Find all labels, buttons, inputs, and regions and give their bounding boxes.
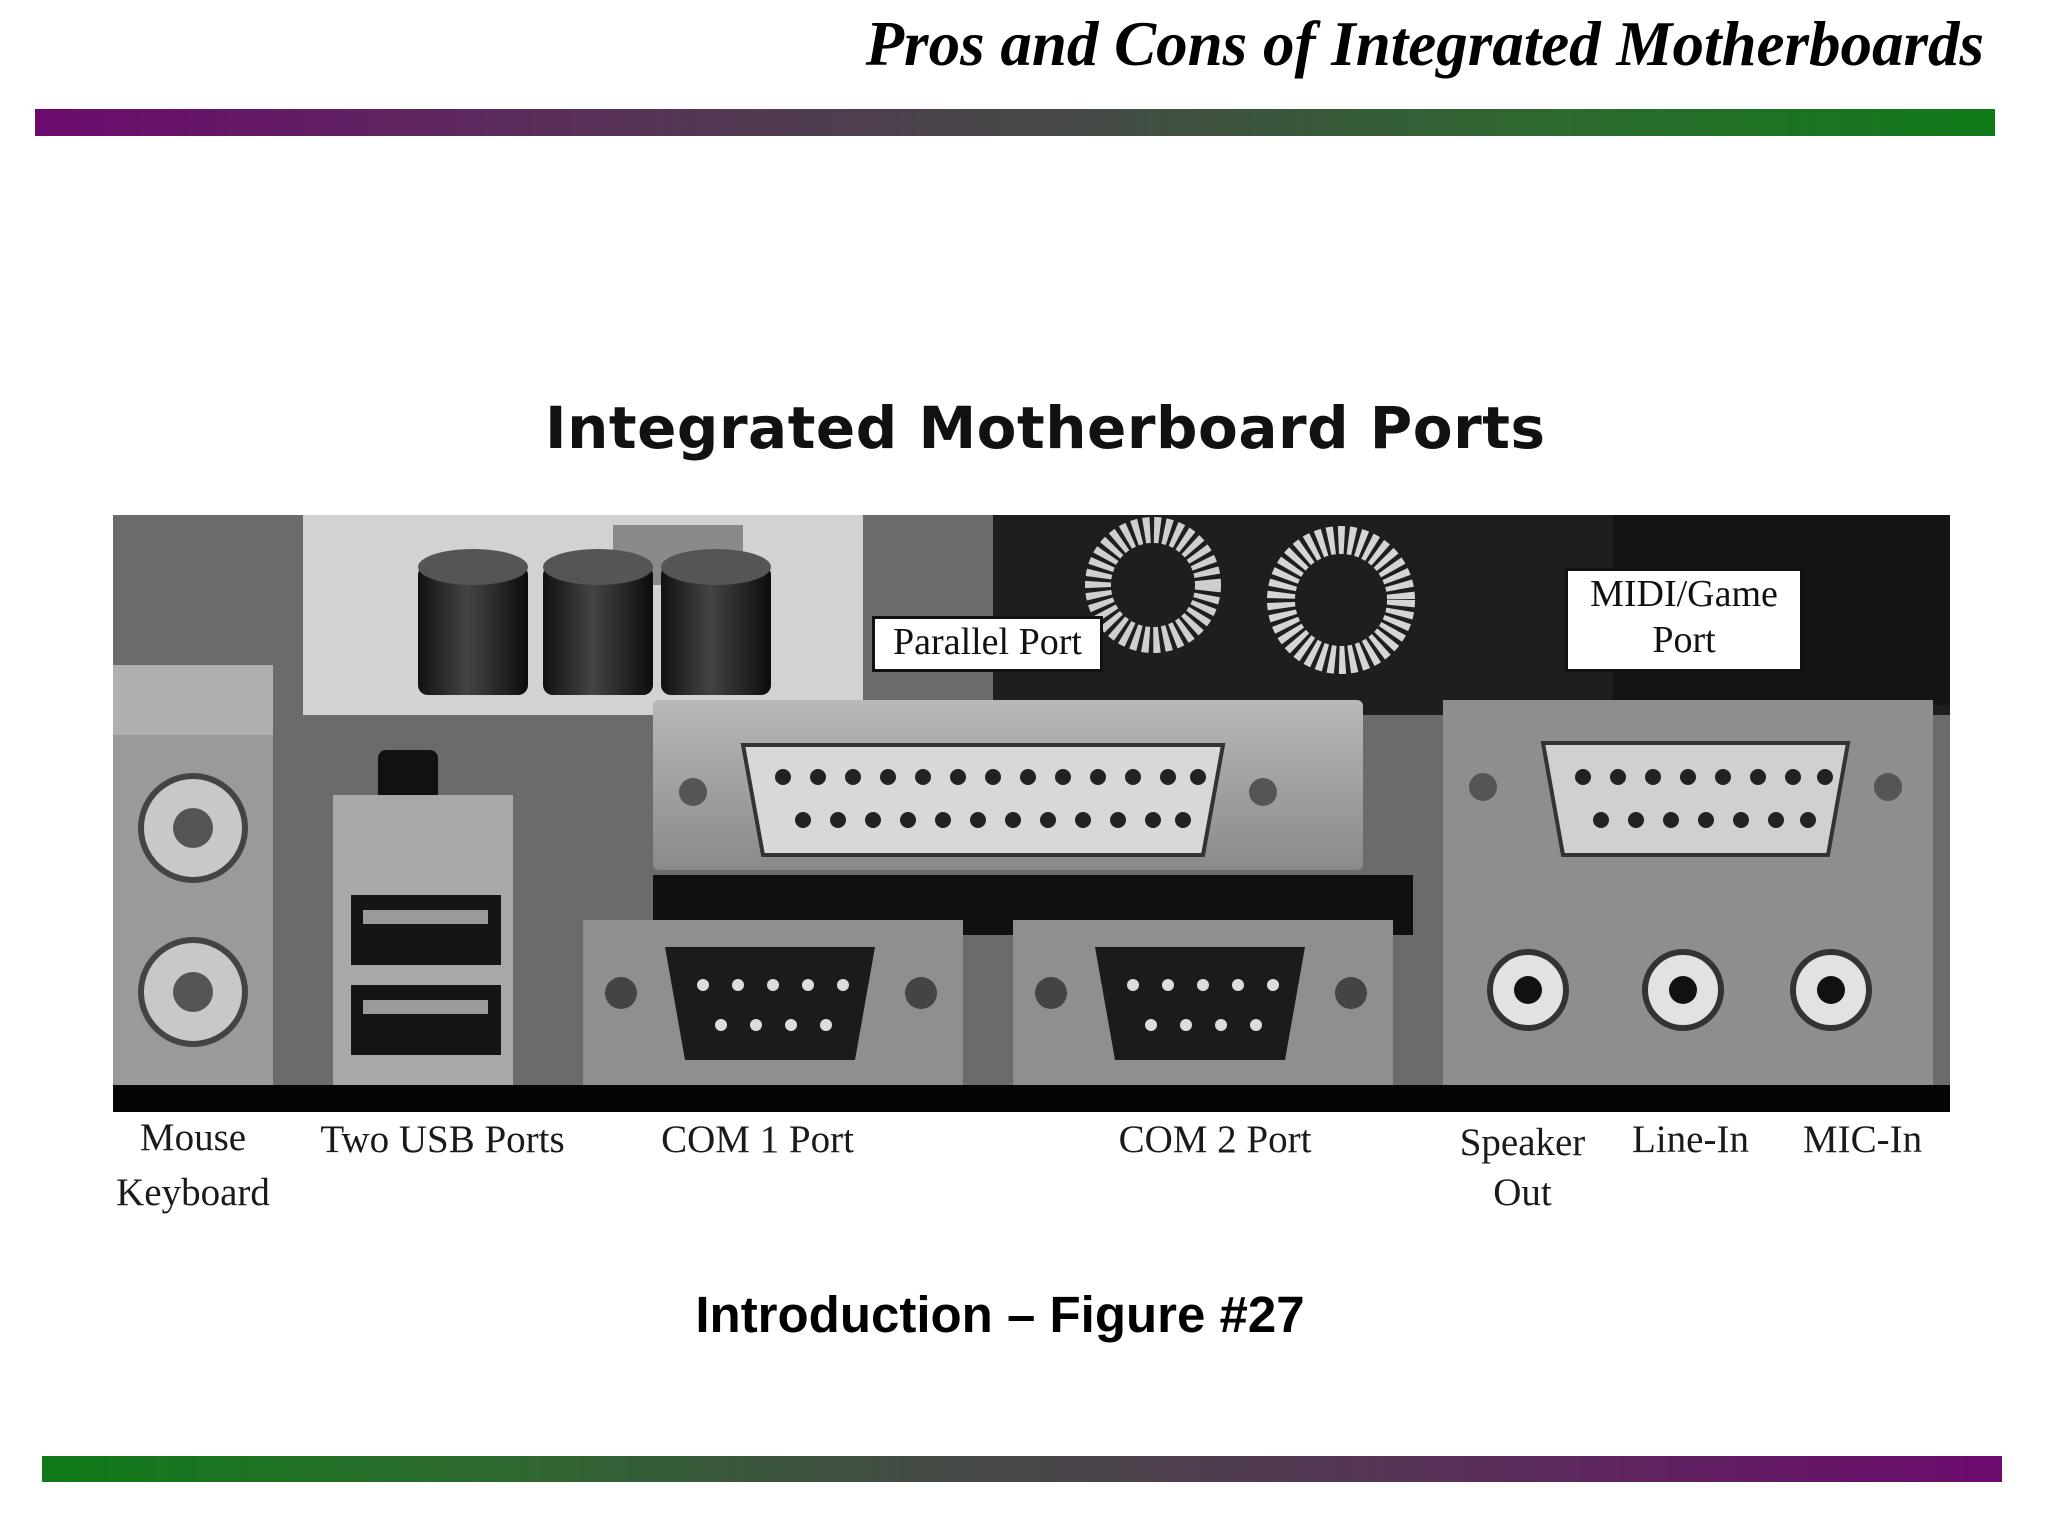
- figure-heading: Integrated Motherboard Ports: [545, 394, 1546, 462]
- top-gradient-bar: [35, 109, 1995, 136]
- label-mic-in: MIC-In: [1802, 1118, 1923, 1161]
- label-mouse: Mouse: [139, 1116, 247, 1159]
- callout-midi-line2: Port: [1652, 619, 1716, 661]
- label-keyboard: Keyboard: [116, 1171, 270, 1214]
- label-speaker-line1: Speaker: [1459, 1121, 1586, 1164]
- label-usb-ports: Two USB Ports: [320, 1118, 565, 1161]
- label-line-in: Line-In: [1632, 1118, 1749, 1161]
- label-speaker-out: Speaker Out: [1450, 1118, 1595, 1218]
- callout-parallel-port: Parallel Port: [872, 616, 1103, 672]
- slide-title: Pros and Cons of Integrated Motherboards: [865, 9, 1984, 79]
- label-speaker-line2: Out: [1493, 1171, 1552, 1214]
- label-com2-port: COM 2 Port: [1118, 1118, 1312, 1161]
- label-com1-port: COM 1 Port: [661, 1118, 854, 1161]
- figure-caption: Introduction – Figure #27: [695, 1286, 1305, 1343]
- bottom-gradient-bar: [42, 1456, 2002, 1482]
- callout-midi-line1: MIDI/Game: [1590, 573, 1778, 615]
- callout-midi-game-port: MIDI/Game Port: [1565, 568, 1803, 672]
